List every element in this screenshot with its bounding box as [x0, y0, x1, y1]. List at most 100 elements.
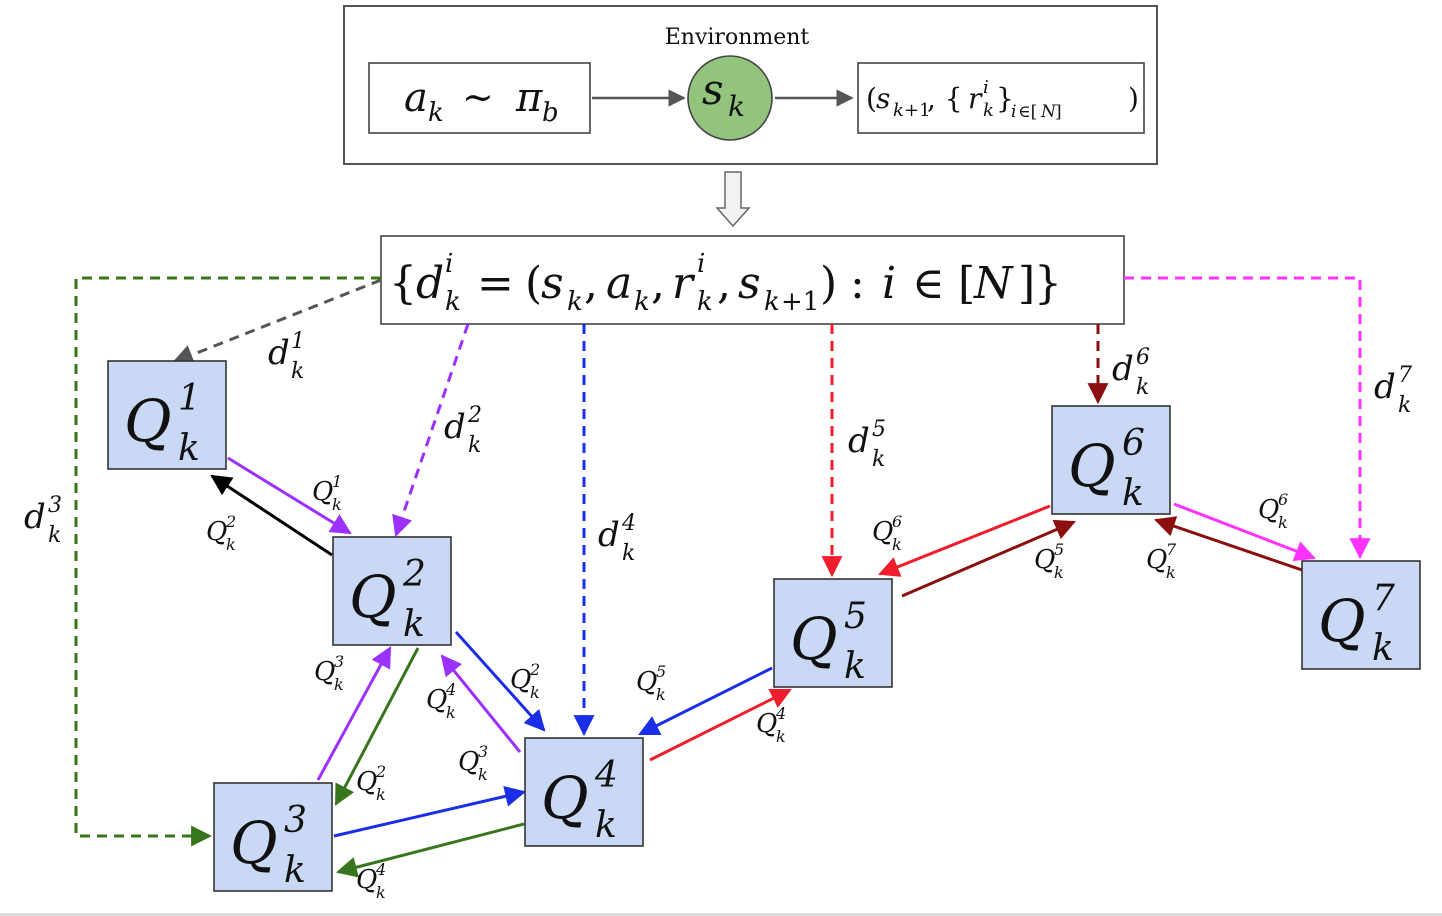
svg-text:(: (	[866, 82, 877, 115]
svg-text:∈: ∈	[912, 258, 945, 309]
svg-text:k: k	[567, 287, 583, 317]
svg-text:2: 2	[402, 554, 426, 595]
svg-text:,: ,	[717, 258, 731, 309]
svg-text:Q: Q	[1068, 432, 1116, 500]
svg-text:k: k	[478, 765, 488, 784]
q1-to-q2-arrow	[227, 456, 352, 535]
q6-to-q5-arrow	[878, 504, 1051, 577]
svg-text:Q: Q	[124, 387, 172, 455]
environment-block: Environment a k ∼ π b s k ( s k+1 , { r …	[343, 5, 1158, 165]
svg-text:N: N	[973, 258, 1014, 309]
svg-text:s: s	[876, 82, 890, 115]
data-box: { d i k = ( s k , a k , r i k , s k+1 ) …	[380, 235, 1125, 325]
svg-text:, {: , {	[927, 82, 963, 115]
action-formula: a k ∼ π b	[404, 75, 559, 128]
q3-to-q2-arrow	[316, 646, 392, 781]
svg-text:k: k	[468, 433, 481, 458]
svg-text:k: k	[983, 100, 994, 121]
svg-text:s: s	[738, 258, 761, 309]
svg-text:Q: Q	[426, 685, 447, 715]
svg-text:k: k	[656, 685, 666, 704]
q6-to-q7-arrow	[1173, 502, 1316, 561]
svg-text:3: 3	[478, 742, 488, 761]
svg-text:∼: ∼	[462, 75, 494, 119]
q5-to-q6-label: Q 5 k	[1034, 540, 1064, 582]
svg-text:Q: Q	[314, 657, 335, 687]
q2-to-q1-label: Q 2 k	[206, 512, 236, 554]
svg-text:d: d	[444, 407, 466, 447]
d1-arrow	[172, 278, 382, 365]
agent-q1: Q 1 k	[107, 360, 227, 470]
svg-text:Q: Q	[230, 809, 278, 877]
svg-text::: :	[850, 258, 865, 309]
svg-text:k: k	[595, 805, 617, 846]
agent-q3: Q 3 k	[213, 782, 333, 892]
svg-text:k: k	[48, 523, 61, 548]
data-formula: { d i k = ( s k , a k , r i k , s k+1 ) …	[389, 249, 1062, 317]
svg-text:5: 5	[872, 417, 886, 442]
svg-text:5: 5	[656, 662, 666, 681]
svg-text:(: (	[525, 258, 542, 309]
svg-text:k: k	[530, 683, 540, 702]
svg-text:}: }	[996, 82, 1014, 115]
svg-text:k: k	[334, 675, 344, 694]
svg-text:k: k	[634, 287, 650, 317]
svg-text:k: k	[1278, 513, 1288, 532]
q4-to-q3-arrow	[335, 822, 525, 878]
svg-text:Q: Q	[636, 667, 657, 697]
svg-text:}: }	[1034, 258, 1062, 309]
q4-to-q3-label: Q 4 k	[356, 860, 386, 902]
svg-text:N: N	[1040, 102, 1057, 122]
svg-text:d: d	[848, 421, 870, 461]
svg-text:Q: Q	[1034, 545, 1055, 575]
svg-text:k: k	[403, 604, 425, 645]
message-labels: Q 1 k Q 2 k Q 3 k Q 2 k Q 2 k Q 4 k	[206, 472, 1288, 902]
q4-to-q2-arrow	[440, 654, 522, 753]
svg-text:4: 4	[775, 704, 786, 723]
svg-text:s: s	[541, 258, 564, 309]
q3-to-q4-arrow	[333, 786, 527, 838]
output-box	[857, 62, 1145, 134]
q2-to-q3-label: Q 2 k	[356, 762, 386, 804]
svg-text:i: i	[983, 77, 989, 98]
q2-to-q3-arrow	[334, 647, 420, 806]
svg-text:i: i	[445, 249, 453, 279]
svg-text:Q: Q	[756, 709, 777, 739]
svg-text:k: k	[776, 727, 786, 746]
svg-text:Q: Q	[872, 517, 893, 547]
message-arrows	[210, 456, 1316, 878]
svg-text:,: ,	[651, 258, 665, 309]
svg-text:k: k	[226, 535, 236, 554]
d3-label: d 3 k	[24, 493, 62, 548]
svg-text:k: k	[893, 100, 904, 121]
svg-text:4: 4	[594, 755, 618, 796]
svg-text:r: r	[968, 82, 983, 115]
state-node	[687, 55, 773, 141]
svg-text:6: 6	[1278, 490, 1288, 509]
svg-text:d: d	[24, 497, 46, 537]
svg-text:d: d	[416, 258, 444, 309]
svg-text:Q: Q	[312, 477, 333, 507]
q7-to-q6-arrow	[1154, 516, 1303, 572]
svg-text:k: k	[178, 428, 200, 469]
svg-text:k: k	[1398, 393, 1411, 418]
d1-label: d 1 k	[268, 329, 305, 384]
svg-text:Q: Q	[541, 764, 589, 832]
action-box	[368, 62, 591, 134]
svg-text:k: k	[764, 287, 780, 317]
d5-label: d 5 k	[848, 417, 886, 472]
svg-text:d: d	[268, 333, 290, 373]
svg-text:,: ,	[584, 258, 598, 309]
svg-text:6: 6	[892, 512, 902, 531]
svg-text:k: k	[376, 883, 386, 902]
svg-text:): )	[820, 258, 837, 309]
q2-to-q4-label: Q 2 k	[510, 660, 540, 702]
svg-text:2: 2	[529, 660, 540, 679]
d6-label: d 6 k	[1112, 345, 1150, 400]
q1-to-q2-label: Q 1 k	[312, 472, 342, 514]
q7-to-q6-label: Q 7 k	[1146, 540, 1177, 582]
svg-text:b: b	[542, 98, 559, 128]
svg-text:5: 5	[844, 596, 867, 637]
svg-text:2: 2	[375, 762, 386, 781]
svg-text:7: 7	[1372, 578, 1395, 619]
